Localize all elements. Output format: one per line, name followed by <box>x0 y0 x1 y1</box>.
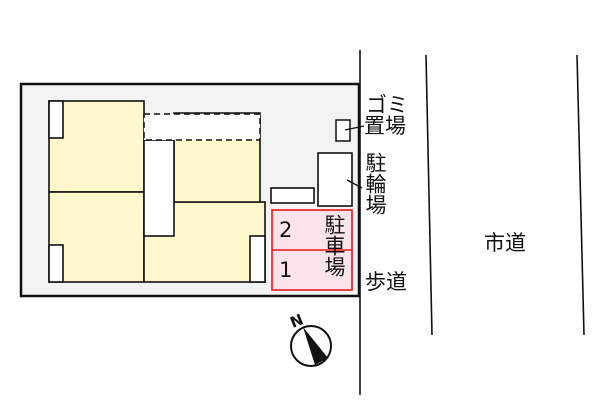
label-city-road: 市道 <box>484 231 526 255</box>
utility-box <box>270 187 315 204</box>
car-parking-area <box>271 209 353 291</box>
balcony-top-left <box>48 100 64 139</box>
parking-space-1: 1 <box>279 258 293 282</box>
svg-text:N: N <box>288 310 306 331</box>
parking-space-2: 2 <box>279 218 293 242</box>
garbage-area <box>335 119 351 142</box>
canopy-dashed <box>143 113 261 141</box>
label-bicycle-parking: 駐輪場 <box>363 152 387 215</box>
balcony-bottom-right <box>249 235 266 283</box>
road-left-edge <box>425 54 433 336</box>
label-sidewalk: 歩道 <box>365 270 407 294</box>
label-garbage-line2: 置場 <box>364 114 406 138</box>
label-garbage-line1: ゴミ <box>366 93 408 117</box>
label-car-parking: 駐車場 <box>322 214 346 277</box>
bicycle-parking-area <box>317 152 353 207</box>
north-arrow-icon: N <box>288 310 332 367</box>
balcony-bottom-left <box>48 244 64 283</box>
stairwell <box>143 139 175 237</box>
road-right-edge <box>576 54 585 336</box>
